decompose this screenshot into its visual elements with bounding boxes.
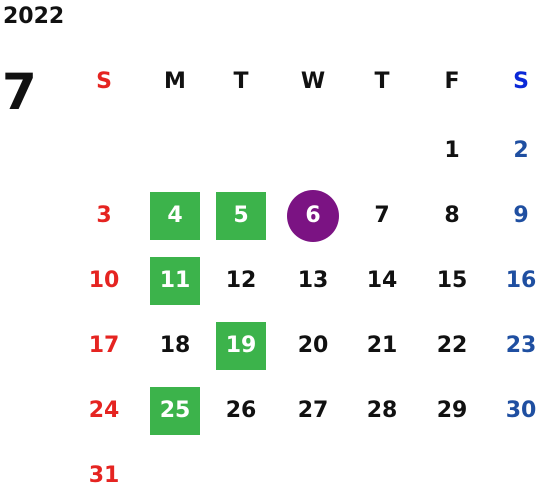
day-8[interactable]: 8 xyxy=(444,203,460,228)
day-4[interactable]: 4 xyxy=(150,192,200,240)
day-26[interactable]: 26 xyxy=(225,398,257,423)
day-7[interactable]: 7 xyxy=(374,203,390,228)
weekday-tue: T xyxy=(233,69,249,94)
weekday-wed: W xyxy=(300,69,326,94)
day-11[interactable]: 11 xyxy=(150,257,200,305)
day-10[interactable]: 10 xyxy=(88,268,120,293)
day-12[interactable]: 12 xyxy=(225,268,257,293)
day-13[interactable]: 13 xyxy=(297,268,329,293)
day-17[interactable]: 17 xyxy=(88,333,120,358)
day-21[interactable]: 21 xyxy=(366,333,398,358)
weekday-sun: S xyxy=(96,69,112,94)
day-30[interactable]: 30 xyxy=(505,398,537,423)
day-29[interactable]: 29 xyxy=(436,398,468,423)
day-6[interactable]: 6 xyxy=(287,190,339,242)
day-23[interactable]: 23 xyxy=(505,333,537,358)
day-28[interactable]: 28 xyxy=(366,398,398,423)
day-19[interactable]: 19 xyxy=(216,322,266,370)
day-3[interactable]: 3 xyxy=(96,203,112,228)
weekday-mon: M xyxy=(164,69,186,94)
day-31[interactable]: 31 xyxy=(88,463,120,488)
day-1[interactable]: 1 xyxy=(444,138,460,163)
weekday-thu: T xyxy=(374,69,390,94)
day-5[interactable]: 5 xyxy=(216,192,266,240)
day-20[interactable]: 20 xyxy=(297,333,329,358)
weekday-sat: S xyxy=(513,69,529,94)
day-15[interactable]: 15 xyxy=(436,268,468,293)
year-label: 2022 xyxy=(3,4,65,29)
day-24[interactable]: 24 xyxy=(88,398,120,423)
day-22[interactable]: 22 xyxy=(436,333,468,358)
day-14[interactable]: 14 xyxy=(366,268,398,293)
month-label: 7 xyxy=(2,63,37,121)
day-2[interactable]: 2 xyxy=(513,138,529,163)
day-9[interactable]: 9 xyxy=(513,203,529,228)
day-16[interactable]: 16 xyxy=(505,268,537,293)
weekday-fri: F xyxy=(444,69,460,94)
day-27[interactable]: 27 xyxy=(297,398,329,423)
day-18[interactable]: 18 xyxy=(159,333,191,358)
day-25[interactable]: 25 xyxy=(150,387,200,435)
